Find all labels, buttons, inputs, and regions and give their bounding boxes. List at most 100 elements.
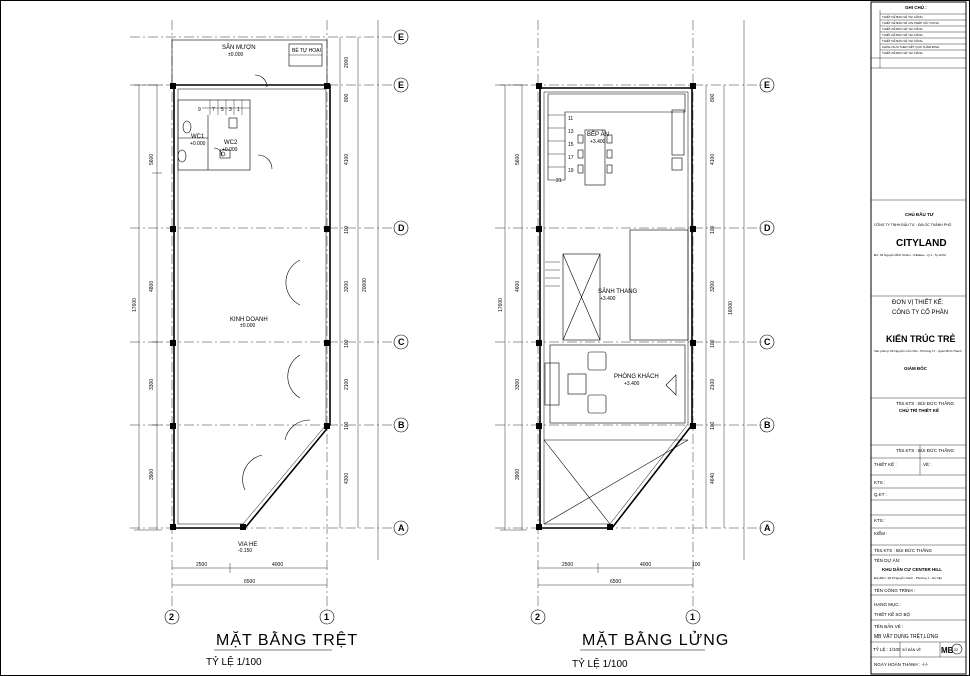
tb-so-ban-ve: SỐ BẢN VẼ [902,647,922,652]
ground-plan-title: MẶT BẰNG TRỆT [216,630,358,649]
tb-note: THIẾT KẾ BẢN VẼ THI CÔNG [882,32,923,37]
tb-role: KIỂM : [874,530,888,536]
dim-right: 2000 [344,57,350,68]
stair-number: 13 [568,129,574,135]
dim-right: 2100 [710,379,716,390]
tb-role: Q.KT : [874,492,887,497]
dim-right: 4300 [344,473,350,484]
tb-role: THIẾT KẾ : [874,461,897,467]
dim-right: 800 [344,93,350,102]
tb-hang-muc: HẠNG MỤC : [874,602,901,607]
tb-person2: ThS.KTS : BÙI ĐỨC THẮNG [896,446,955,453]
level-via-he: -0.150 [238,548,252,554]
room-label-phong-khach: PHÒNG KHÁCH [614,373,659,380]
dim-right: 2100 [344,379,350,390]
grid-bubble-a: A [764,523,771,533]
tb-owner-address: ĐC: 64 Nguyễn Bỉnh Khiêm - P.Đakao - Q.1… [874,252,946,257]
dim-right: 100 [344,421,350,430]
dim-left: 5600 [515,154,521,165]
mezz-plan-scale: TỶ LỆ 1/100 [572,657,628,670]
level-phong-khach: +3.400 [624,381,640,387]
level-bep-an: +3.400 [590,139,606,145]
grid-bubble-e: E [398,80,404,90]
stair-number: 7 [212,107,215,113]
dim-bottom: 2500 [196,562,207,568]
grid-bubble-a: A [398,523,405,533]
dim-left: 3300 [149,379,155,390]
tb-giam-doc: GIÁM ĐỐC [904,365,928,371]
dim-right: 3200 [710,281,716,292]
stair-number: 17 [568,155,574,161]
tb-note: THIẾT KẾ BẢN VẼ THI CÔNG [882,38,923,43]
tb-owner-company: CÔNG TY TNHH ĐẦU TƯ - ĐỊA ỐC THÀNH PHỐ [874,222,952,227]
tb-project: KHU DÂN CƯ CENTER HILL [882,566,942,572]
tb-designer-address: Văn phòng: 66 Nguyễn Cửu Vân - Phường 17… [874,348,962,353]
dim-left: 4600 [515,281,521,292]
stair-number: 19 [568,168,574,174]
tb-note: THIẾT KẾ BẢN VẼ XIN PHÉP XÂY DỰNG [882,20,940,25]
dim-bottom: 2500 [562,562,573,568]
tb-sheet-num: 02 [954,648,958,652]
room-label-via-he: VIA HE [238,542,257,548]
grid-bubble-b: B [398,420,405,430]
tb-ten-du-an: TÊN DỰ ÁN: [874,556,900,563]
tb-designer-company: CÔNG TY CỔ PHẦN [892,309,948,316]
tb-note: CHỈNH SỬA THEO KẾT QUẢ THẨM ĐỊNH [882,44,939,49]
tb-note: THIẾT KẾ BẢN VẼ THI CÔNG [882,50,923,55]
grid-bubble-d: D [764,223,771,233]
tb-person1: ThS.KTS : BÙI ĐỨC THẮNG [896,399,955,406]
level-sanh-thang: +3.400 [600,296,616,302]
dim-right: 800 [710,93,716,102]
tb-don-vi: ĐƠN VỊ THIẾT KẾ: [892,299,944,306]
dim-bottom-total: 6500 [244,579,255,585]
axis-bubble-1: 1 [324,612,329,622]
dim-bottom-total: 6500 [610,579,621,585]
mezz-plan-title: MẶT BẰNG LỬNG [582,630,729,649]
axis-bubble-2: 2 [535,612,540,622]
tb-note: THIẾT KẾ BẢN VẼ THI CÔNG [882,26,923,31]
tb-chu-tri: CHỦ TRÌ THIẾT KẾ [899,406,939,413]
tb-designer-brand: KIẾN TRÚC TRẺ [886,333,956,344]
level-kinh-doanh: ±0.000 [240,323,255,329]
tb-person3: ThS.KTS : BÙI ĐỨC THẮNG [874,546,933,553]
dim-right: 4100 [344,154,350,165]
tb-ten-cong-trinh: TÊN CÔNG TRÌNH : [874,586,915,593]
grid-bubble-b: B [764,420,771,430]
stair-number: 11 [568,116,573,122]
stair-number: 1 [237,107,240,113]
room-label-kinh-doanh: KINH DOANH [230,317,268,323]
ground-plan-scale: TỶ LỆ 1/100 [206,655,262,668]
dim-left-total: 17600 [132,298,138,312]
dim-left: 3300 [515,379,521,390]
dim-bottom: 4000 [272,562,283,568]
tb-ghi-chu: GHI CHÚ : [905,4,927,10]
tb-ten-ban-ve: TÊN BẢN VẼ : [874,622,903,629]
dim-right: 4640 [710,473,716,484]
grid-bubble-c: C [764,337,771,347]
title-block [870,1,967,675]
room-label-wc2: WC2 [224,140,238,146]
tb-hang-muc-value: THIẾT KẾ SƠ BỘ [874,611,911,617]
room-label-san-muon: SÂN MƯỢN [222,44,256,51]
dim-right: 100 [344,339,350,348]
tb-ngay: NGÀY HOÀN THÀNH : -/-/- [874,661,929,667]
ground-floor-plan [130,20,409,651]
tb-note: THIẾT KẾ BẢN VẼ THI CÔNG [882,14,923,19]
dim-right: 100 [344,225,350,234]
level-san-muon: ±0.000 [228,52,243,58]
dim-right: 100 [710,339,716,348]
dim-right: 100 [710,421,716,430]
stair-number: 5 [221,107,224,113]
axis-bubble-2: 2 [169,612,174,622]
room-label-wc1: WC1 [191,134,205,140]
tb-owner-brand: CITYLAND [896,238,947,249]
room-label-bep-an: BẾP ĂN [587,131,609,138]
tb-role: KTS : [874,480,885,485]
stair-number: 21 [556,178,562,184]
grid-bubble-c: C [398,337,405,347]
dim-left: 3900 [149,469,155,480]
tb-ban-ve-value: MB VẬT DỤNG TRỆT,LỬNG [874,632,938,640]
dim-right-total: 20000 [362,278,368,292]
level-wc2: +0.000 [222,147,238,153]
grid-bubble-d: D [398,223,405,233]
